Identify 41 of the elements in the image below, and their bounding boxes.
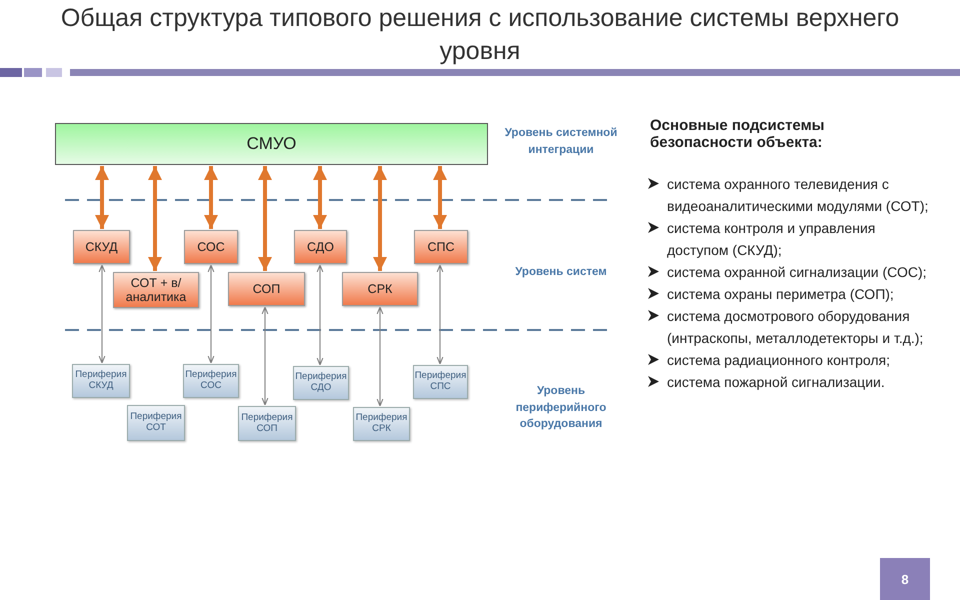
- list-heading: Основные подсистемы безопасности объекта:: [650, 117, 826, 151]
- arrow: [316, 264, 324, 366]
- arrow: [98, 264, 106, 364]
- arrow: [436, 264, 444, 365]
- system-box: СДО: [294, 230, 347, 264]
- peripheral-box: Периферия СОП: [238, 406, 296, 441]
- arrow: [373, 166, 387, 271]
- arrow: [258, 166, 272, 271]
- arrow: [313, 166, 327, 229]
- list-item: система пожарной сигнализации.: [667, 373, 885, 392]
- list-item: система охраны периметра (СОП);: [667, 285, 894, 304]
- level-label: Уровень системной интеграции: [504, 126, 618, 158]
- arrow: [148, 166, 162, 271]
- list-item: система радиационного контроля;: [667, 351, 890, 370]
- arrow: [433, 166, 447, 229]
- system-box: СПС: [414, 230, 468, 264]
- system-box: СКУД: [73, 230, 130, 264]
- slide-title: Общая структура типового решения с использование системы верхнего уровня: [60, 3, 900, 67]
- peripheral-box: Периферия СОС: [183, 364, 239, 398]
- list-item: система охранной сигнализации (СОС);: [667, 263, 927, 282]
- system-box: СОТ + в/аналитика: [113, 272, 199, 308]
- system-box: СРК: [342, 272, 418, 306]
- level-label: Уровень систем: [514, 265, 608, 280]
- integration-box: СМУО: [55, 123, 488, 165]
- arrow: [376, 306, 384, 407]
- arrow: [208, 264, 214, 364]
- level-label: Уровень периферийного оборудования: [514, 384, 608, 432]
- system-box: СОС: [184, 230, 238, 264]
- list-item: система досмотрового оборудования (интраскопы, металлодетекторы и т.д.);: [667, 307, 924, 348]
- peripheral-box: Периферия СКУД: [72, 364, 130, 398]
- peripheral-box: Периферия СДО: [293, 366, 349, 400]
- system-box: СОП: [228, 272, 305, 306]
- peripheral-box: Периферия СПС: [413, 365, 468, 399]
- peripheral-box: Периферия СОТ: [127, 405, 185, 441]
- page-number: 8: [880, 558, 930, 600]
- peripheral-box: Периферия СРК: [353, 407, 410, 441]
- list-item: система охранного телевидения с видеоаналитическими модулями (СОТ);: [667, 175, 930, 216]
- arrow: [95, 166, 109, 229]
- arrow: [204, 166, 218, 229]
- list-item: система контроля и управления доступом (СКУД);: [667, 219, 876, 260]
- arrow: [262, 306, 268, 406]
